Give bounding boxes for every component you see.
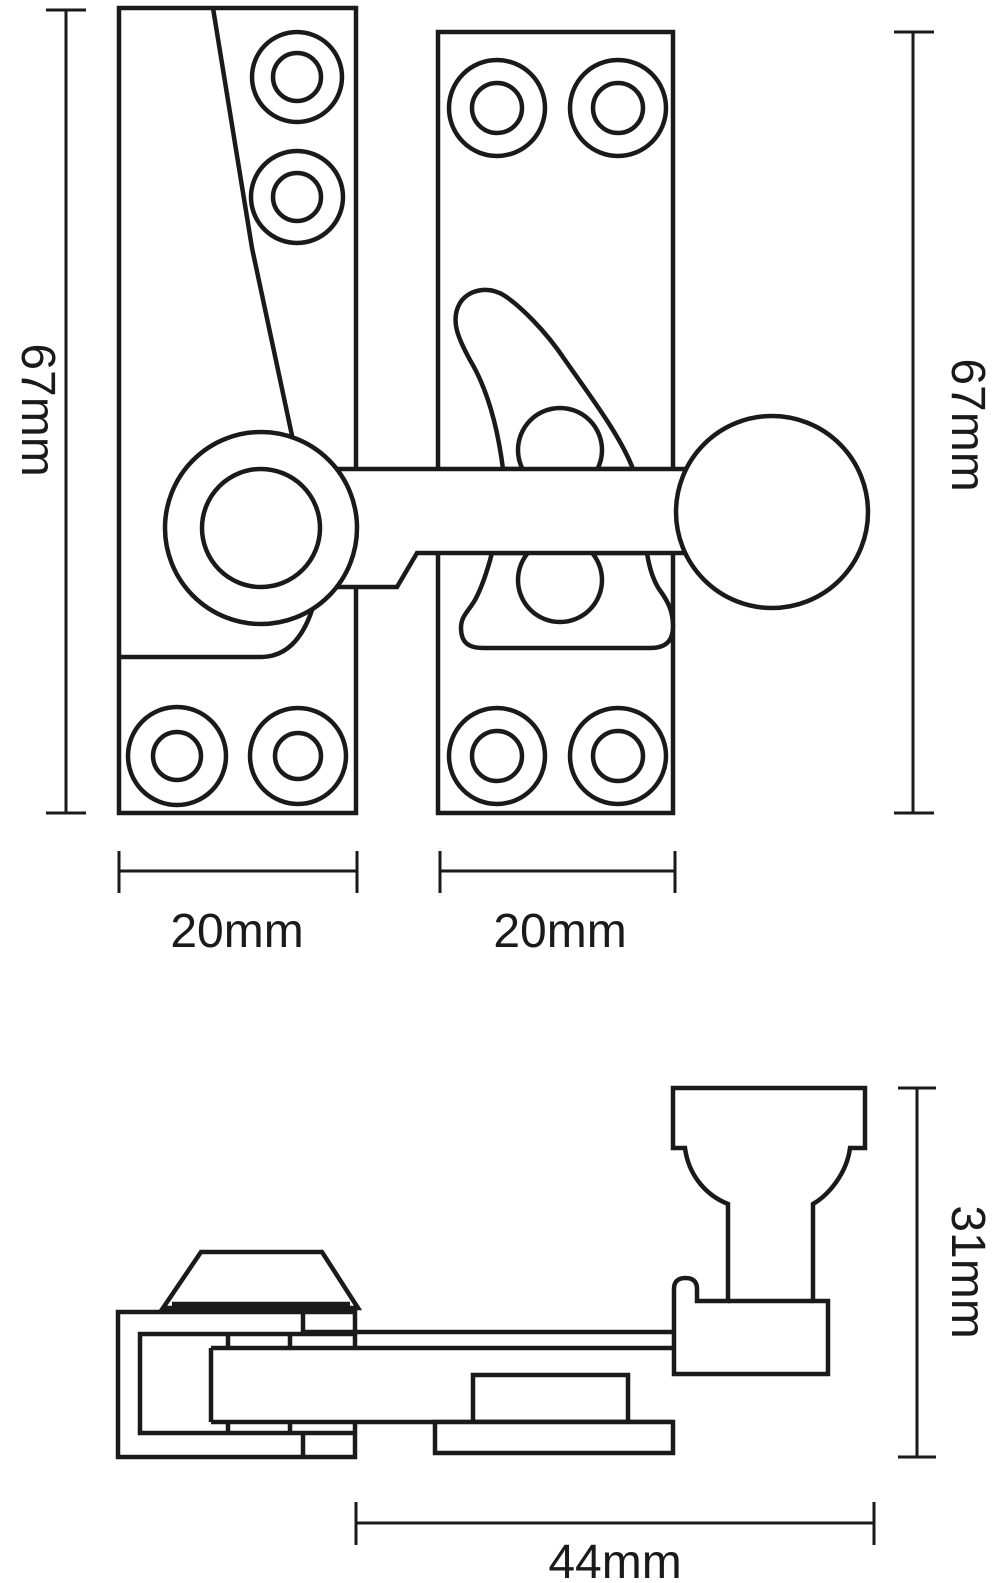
knob-side [670, 1085, 868, 1377]
dimension-line-side-height [898, 1086, 936, 1459]
dimension-line-left-height [46, 8, 86, 815]
screw-hole-inner [150, 729, 204, 783]
latch-lever-edge [210, 7, 297, 446]
screw-hole-inner [272, 730, 324, 782]
dimension-line-left-plate-width [117, 851, 359, 893]
latch-plate-left [116, 5, 359, 816]
dimension-label-left-plate-width: 20mm [170, 905, 303, 958]
screw-hole-inner [590, 80, 646, 136]
screw-hole-inner [270, 170, 324, 224]
pivot-ring-inner [199, 466, 323, 590]
screw-hole-inner [590, 728, 646, 784]
dimension-line-side-width [354, 1502, 876, 1545]
latch-arm-side-fill [211, 1348, 680, 1422]
dimension-label-side-height: 31mm [941, 1205, 994, 1338]
screw-hole-inner [469, 728, 525, 784]
dimension-label-right-height: 67mm [941, 358, 994, 491]
dimension-label-right-plate-width: 20mm [493, 905, 626, 958]
dimension-line-right-plate-width [438, 851, 677, 893]
pivot-bracket-inner [137, 1331, 355, 1436]
bracket-divider-lines [225, 1312, 306, 1457]
screw-hole-inner [270, 50, 324, 104]
front-view-drawing [116, 5, 871, 816]
screw-head [158, 1249, 363, 1311]
dimension-annotations: 67mm 67mm 20mm 20mm 31mm 44mm [11, 8, 994, 1583]
screw-hole-inner [469, 80, 525, 136]
knob [673, 413, 871, 611]
dimension-line-right-height [894, 30, 934, 815]
dimension-label-left-height: 67mm [11, 343, 64, 476]
dimension-label-side-width: 44mm [548, 1536, 681, 1583]
lower-flange [432, 1419, 676, 1456]
side-view-drawing [115, 1085, 868, 1460]
